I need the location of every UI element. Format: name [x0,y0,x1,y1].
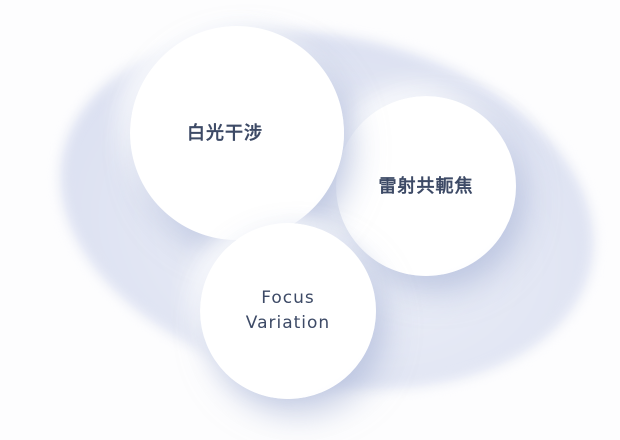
circle-focus-variation: Focus Variation [200,223,376,399]
circle-label-laser-confocal: 雷射共軛焦 [378,175,474,197]
circle-label-white-light-interferometry: 白光干涉 [187,122,263,144]
circle-white-light-interferometry: 白光干涉 [130,26,344,240]
circle-laser-confocal: 雷射共軛焦 [336,96,516,276]
circle-label-focus-variation: Focus Variation [245,287,331,334]
